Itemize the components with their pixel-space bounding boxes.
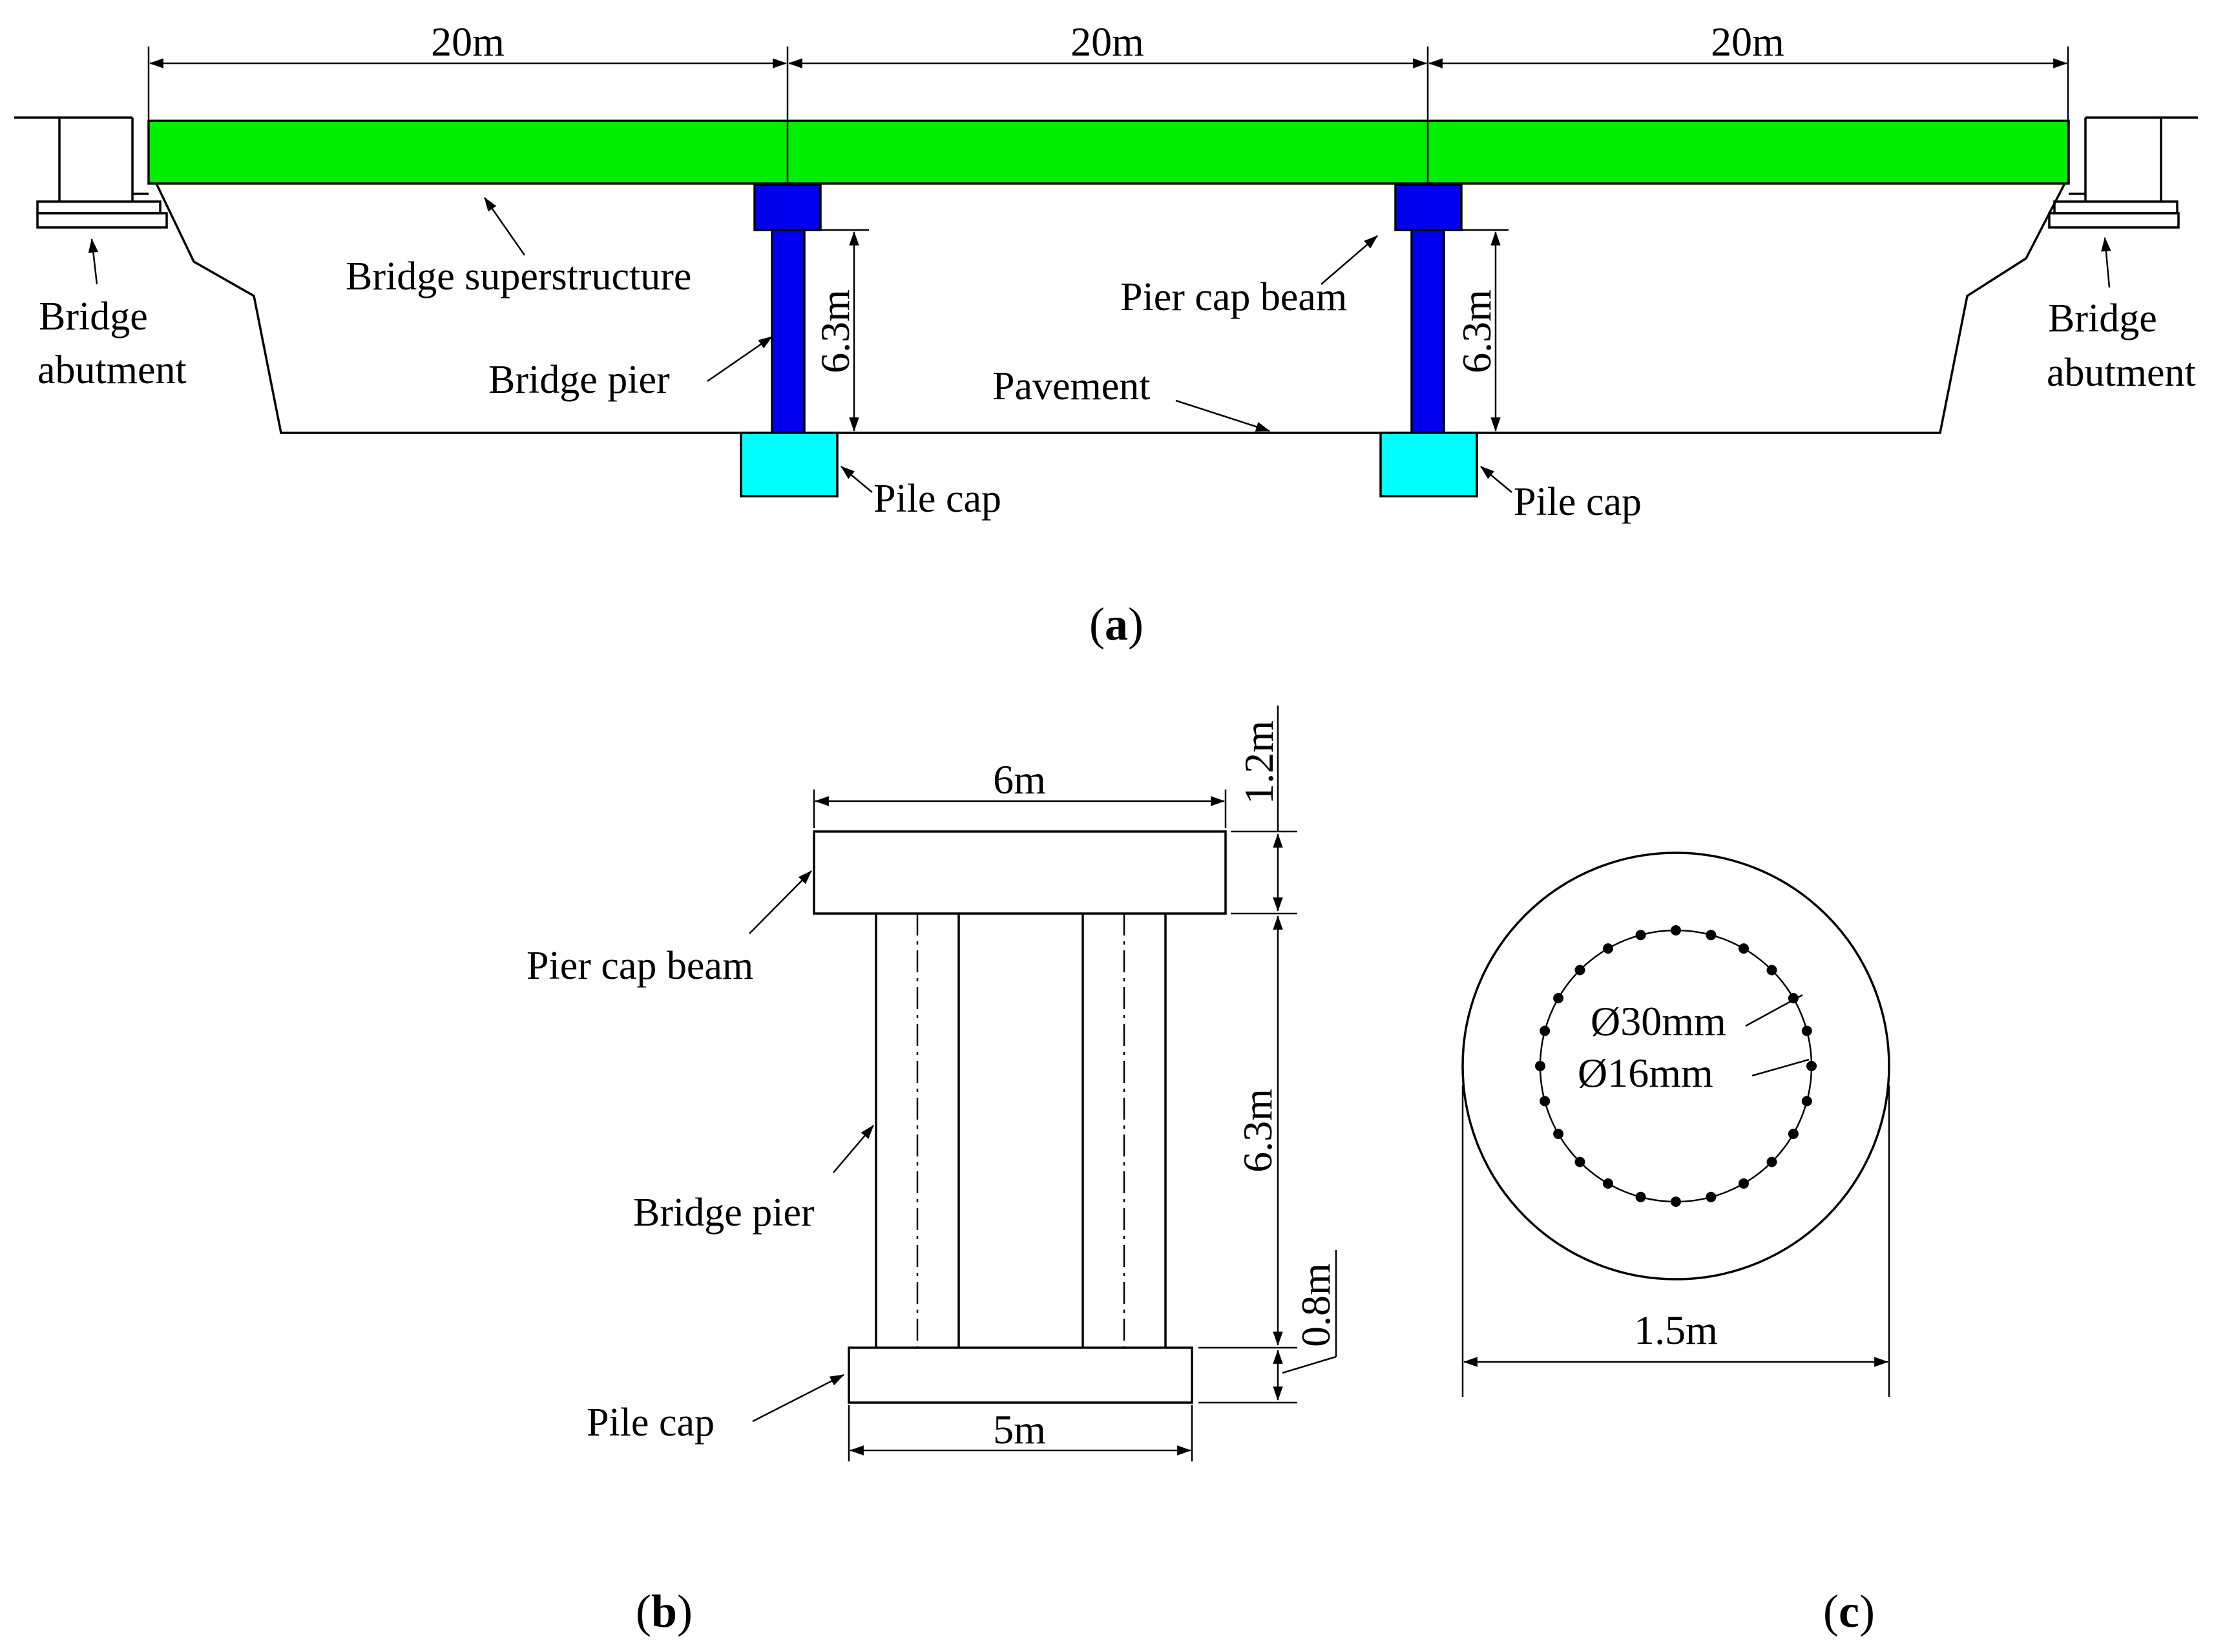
leader-rebar-main (1745, 994, 1803, 1027)
label-pavement: Pavement (992, 364, 1151, 408)
rebar-dot (1671, 1197, 1681, 1207)
cap-width-dimension: 6m (813, 757, 1227, 828)
rebar-dot (1801, 1096, 1812, 1107)
pile-cap-2 (1379, 432, 1478, 497)
panel-a: 20m 20m 20m (14, 19, 2198, 650)
span-dimensions: 20m 20m 20m (147, 19, 2069, 120)
embankment-outline (154, 180, 2067, 434)
leader-pavement (1175, 399, 1271, 432)
pile-cap-height-leader (1282, 1355, 1337, 1374)
panel-a-caption: (a) (1089, 598, 1144, 650)
rebar-dot (1635, 930, 1646, 941)
bridge-abutment-left (14, 116, 168, 229)
label-pile-cap-1: Pile cap (873, 477, 1001, 521)
leader-pile-cap-1 (841, 466, 873, 493)
pier-height-dimension-1: 6.3m (808, 229, 869, 434)
leader-pier-cap-beam-b (749, 870, 812, 934)
leader-abutment-left (88, 238, 99, 285)
rebar-dot (1706, 1191, 1717, 1202)
panel-b-caption: (b) (636, 1585, 693, 1637)
pier-height-label-1: 6.3m (812, 289, 858, 373)
cap-width-label: 6m (993, 757, 1046, 802)
pile-cap (848, 1346, 1193, 1404)
pier-height-dimension-2: 6.3m (1447, 229, 1509, 434)
cap-height-label: 1.2m (1236, 720, 1282, 804)
label-bridge-pier: Bridge pier (488, 358, 670, 402)
label-abutment-right-2: abutment (2047, 351, 2196, 395)
pile-cap-width-label: 5m (993, 1406, 1046, 1452)
panel-c-caption-letter: c (1839, 1585, 1859, 1637)
rebar-dot (1574, 1156, 1585, 1167)
pier-cap-beam-2 (1394, 183, 1463, 231)
pile-cap-1 (740, 432, 839, 497)
panel-c-caption: (c) (1823, 1585, 1875, 1637)
bridge-pier-columns (875, 914, 1167, 1348)
rebar-dot (1540, 1096, 1551, 1107)
bridge-abutment-right (2048, 116, 2198, 229)
column-section-outline (1461, 852, 1890, 1281)
rebar-dot (1540, 1025, 1551, 1036)
panel-c: Ø30mm Ø16mm 1.5m (c) (1461, 852, 1890, 1637)
rebar-dot (1535, 1061, 1545, 1071)
rebar-dot (1603, 943, 1613, 954)
leader-pier-cap-beam (1321, 235, 1378, 285)
rebar-dot (1766, 1156, 1777, 1167)
pier-height-label-2: 6.3m (1454, 289, 1499, 373)
leader-abutment-right (2101, 236, 2111, 288)
rebar-dot (1766, 965, 1777, 976)
rebar-dots (1535, 925, 1817, 1207)
rebar-dot (1806, 1061, 1817, 1071)
rebar-main-label: Ø30mm (1591, 998, 1726, 1044)
label-bridge-pier-b: Bridge pier (633, 1191, 815, 1235)
panel-b-caption-letter: b (651, 1585, 677, 1637)
leader-rebar-tie (1751, 1058, 1810, 1077)
rebar-dot (1574, 965, 1585, 976)
label-pier-cap-beam-b: Pier cap beam (527, 944, 753, 988)
rebar-dot (1603, 1178, 1613, 1189)
label-abutment-right-1: Bridge (2048, 297, 2157, 340)
pile-cap-height-label: 0.8m (1293, 1263, 1339, 1347)
leader-superstructure (483, 197, 526, 256)
rebar-dot (1801, 1025, 1812, 1036)
leader-pile-cap-b (752, 1374, 844, 1423)
rebar-tie-label: Ø16mm (1578, 1050, 1713, 1096)
rebar-dot (1553, 993, 1564, 1003)
panel-b: 6m 1.2m 6.3m 0.8m 5m Pier (527, 706, 1339, 1637)
rebar-dot (1706, 930, 1717, 941)
diameter-dimension: 1.5m (1461, 1085, 1890, 1397)
rebar-dot (1635, 1191, 1646, 1202)
pier-height-label: 6.3m (1235, 1089, 1280, 1173)
bridge-pier-2 (1410, 229, 1445, 434)
span-label-1: 20m (431, 19, 505, 65)
span-label-2: 20m (1071, 19, 1144, 65)
rebar-dot (1553, 1129, 1564, 1139)
rebar-dot (1788, 1129, 1799, 1139)
bridge-superstructure (147, 120, 2070, 185)
leader-pile-cap-2 (1480, 466, 1512, 493)
vertical-dimensions: 1.2m 6.3m 0.8m (1198, 706, 1339, 1404)
label-pile-cap-b: Pile cap (587, 1401, 715, 1445)
pier-cap-beam-1 (753, 183, 822, 231)
label-abutment-left-1: Bridge (39, 295, 148, 339)
rebar-dot (1739, 1178, 1749, 1189)
rebar-dot (1739, 943, 1749, 954)
leader-bridge-pier-b (833, 1125, 874, 1173)
leader-bridge-pier (707, 335, 773, 382)
panel-a-caption-letter: a (1105, 598, 1128, 650)
diameter-label: 1.5m (1634, 1307, 1718, 1353)
label-pile-cap-2: Pile cap (1514, 480, 1642, 524)
pile-cap-width-dimension: 5m (848, 1405, 1193, 1461)
rebar-dot (1671, 925, 1681, 936)
label-abutment-left-2: abutment (37, 348, 187, 392)
label-superstructure: Bridge superstructure (346, 255, 691, 298)
bridge-pier-1 (771, 229, 806, 434)
pier-cap-beam (813, 830, 1227, 915)
span-label-3: 20m (1711, 19, 1784, 65)
label-pier-cap-beam: Pier cap beam (1120, 275, 1347, 319)
